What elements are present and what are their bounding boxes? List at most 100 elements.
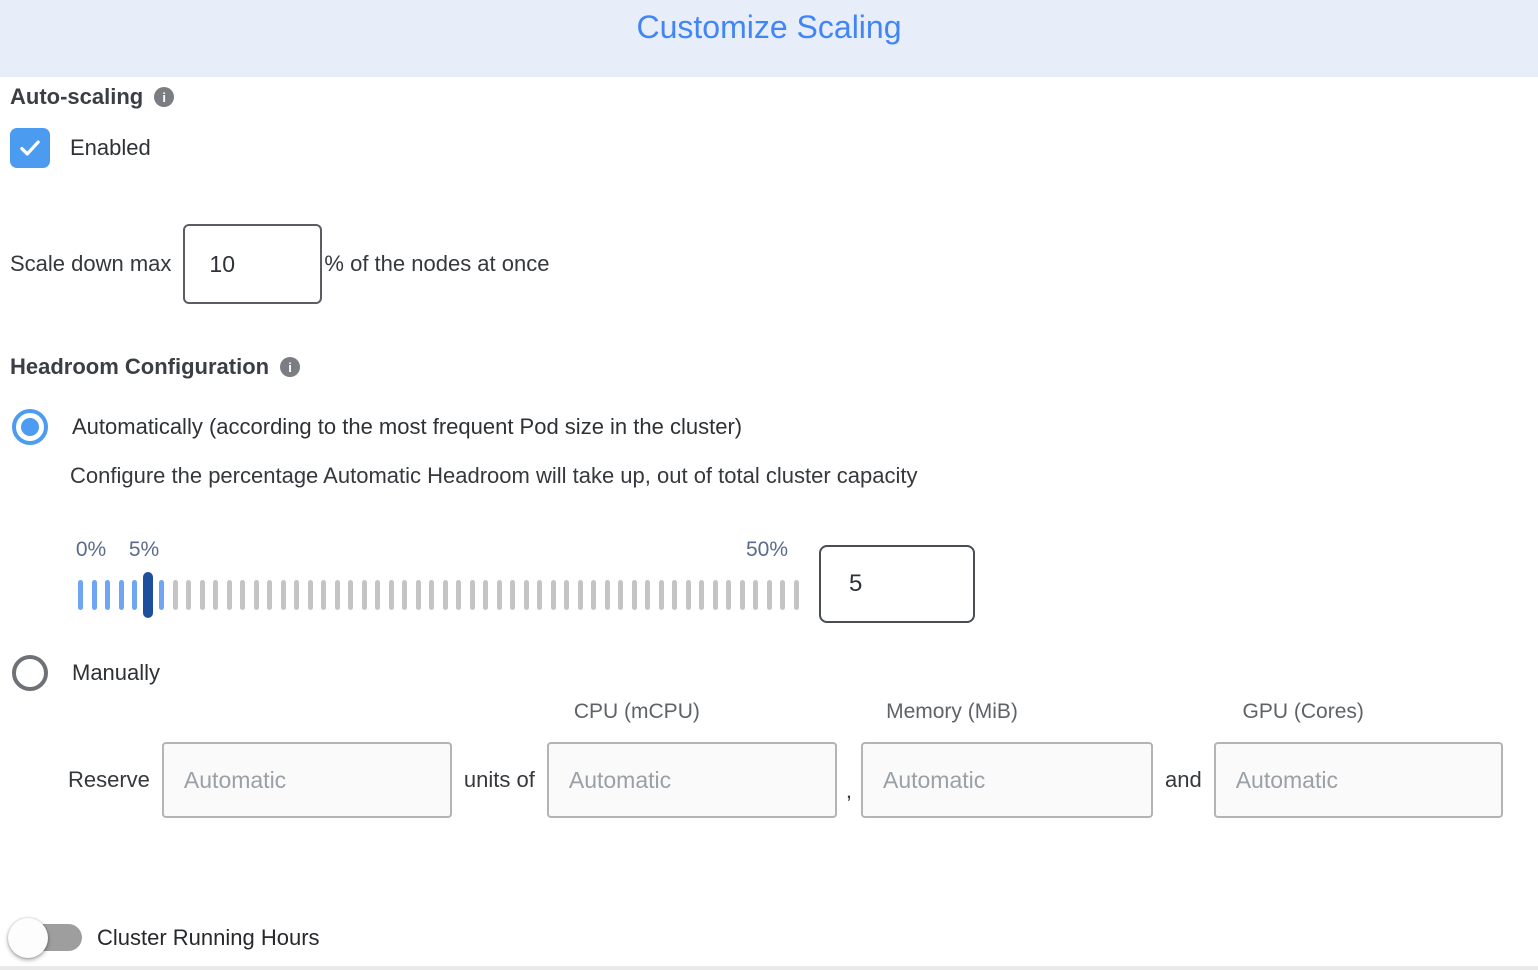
slider-value-label: 5% <box>128 538 160 561</box>
slider-tick[interactable] <box>793 580 799 610</box>
slider-tick[interactable] <box>267 580 272 610</box>
slider-tick[interactable] <box>564 580 569 610</box>
info-icon[interactable]: i <box>154 87 175 107</box>
gpu-input[interactable] <box>1213 742 1503 818</box>
slider-tick[interactable] <box>712 580 718 610</box>
reserve-units-input[interactable] <box>161 742 452 818</box>
slider-tick[interactable] <box>186 580 191 610</box>
cluster-running-hours-toggle[interactable] <box>0 917 92 959</box>
cluster-running-hours-row: Cluster Running Hours <box>0 917 320 959</box>
slider-tick[interactable] <box>753 580 758 610</box>
auto-scaling-section: Auto-scaling i <box>10 84 175 110</box>
slider-tick[interactable] <box>523 580 529 610</box>
cpu-input[interactable] <box>546 742 837 818</box>
units-of-label: units of <box>463 767 535 792</box>
slider-tick[interactable] <box>739 580 745 610</box>
slider-tick[interactable] <box>672 580 677 610</box>
auto-scaling-label: Auto-scaling <box>10 84 144 109</box>
slider-ticks[interactable] <box>78 572 799 618</box>
slider-tick[interactable] <box>510 580 515 610</box>
cpu-field: CPU (mCPU) <box>546 700 837 818</box>
slider-tick[interactable] <box>348 580 353 610</box>
manual-reserve-row: Reserve units of CPU (mCPU) , Memory (Mi… <box>68 700 1503 818</box>
slider-tick[interactable] <box>766 580 772 610</box>
slider-tick[interactable] <box>388 580 394 610</box>
info-icon[interactable]: i <box>280 357 301 377</box>
slider-tick[interactable] <box>483 580 488 610</box>
slider-tick[interactable] <box>172 580 178 610</box>
comma-separator: , <box>845 778 852 803</box>
slider-tick[interactable] <box>645 580 650 610</box>
slider-tick[interactable] <box>321 580 326 610</box>
cpu-column-header: CPU (mCPU) <box>573 700 700 723</box>
slider-tick[interactable] <box>577 580 583 610</box>
slider-tick[interactable] <box>213 580 218 610</box>
slider-tick[interactable] <box>159 580 164 610</box>
slider-tick[interactable] <box>618 580 623 610</box>
scale-down-row: Scale down max % of the nodes at once <box>10 224 549 304</box>
slider-tick[interactable] <box>631 580 637 610</box>
automatic-radio-label: Automatically (according to the most fre… <box>72 414 743 439</box>
manual-radio[interactable] <box>12 655 48 691</box>
slider-tick[interactable] <box>280 580 286 610</box>
slider-tick[interactable] <box>442 580 448 610</box>
slider-tick[interactable] <box>780 580 785 610</box>
toggle-knob[interactable] <box>8 918 48 958</box>
slider-tick[interactable] <box>496 580 502 610</box>
slider-handle[interactable] <box>143 572 153 618</box>
slider-tick[interactable] <box>375 580 380 610</box>
memory-input[interactable] <box>860 742 1153 818</box>
slider-tick[interactable] <box>307 580 313 610</box>
slider-tick[interactable] <box>334 580 340 610</box>
slider-tick[interactable] <box>658 580 664 610</box>
scale-down-max-input[interactable] <box>183 224 323 304</box>
slider-tick[interactable] <box>294 580 299 610</box>
slider-tick[interactable] <box>469 580 475 610</box>
slider-tick[interactable] <box>105 580 110 610</box>
bottom-divider <box>0 966 1538 970</box>
slider-tick[interactable] <box>132 580 137 610</box>
scale-down-suffix: % of the nodes at once <box>324 251 550 276</box>
memory-field: Memory (MiB) <box>860 700 1153 818</box>
headroom-automatic-option: Automatically (according to the most fre… <box>12 409 742 445</box>
slider-tick[interactable] <box>240 580 245 610</box>
slider-tick[interactable] <box>537 580 542 610</box>
slider-tick[interactable] <box>456 580 461 610</box>
slider-tick[interactable] <box>685 580 691 610</box>
headroom-section: Headroom Configuration i <box>10 354 301 380</box>
slider-tick[interactable] <box>726 580 731 610</box>
headroom-config-label: Headroom Configuration <box>10 354 270 379</box>
headroom-slider: 0% 5% 50% <box>75 538 799 618</box>
slider-tick[interactable] <box>429 580 434 610</box>
cluster-running-hours-label: Cluster Running Hours <box>97 925 320 950</box>
slider-tick[interactable] <box>253 580 259 610</box>
slider-tick[interactable] <box>415 580 421 610</box>
headroom-manual-option: Manually <box>12 655 160 691</box>
gpu-column-header: GPU (Cores) <box>1242 700 1364 723</box>
slider-tick[interactable] <box>91 580 97 610</box>
slider-tick[interactable] <box>604 580 610 610</box>
manual-radio-label: Manually <box>72 660 161 685</box>
slider-tick[interactable] <box>699 580 704 610</box>
gpu-field: GPU (Cores) <box>1213 700 1503 818</box>
memory-column-header: Memory (MiB) <box>886 700 1018 723</box>
auto-scaling-enabled-row: Enabled <box>10 128 151 168</box>
enabled-checkbox-label: Enabled <box>70 135 151 160</box>
slider-tick[interactable] <box>78 580 83 610</box>
slider-tick[interactable] <box>550 580 556 610</box>
headroom-percentage-input[interactable] <box>819 545 975 623</box>
headroom-slider-row: 0% 5% 50% <box>75 538 975 623</box>
automatic-radio[interactable] <box>12 409 48 445</box>
slider-tick[interactable] <box>361 580 367 610</box>
slider-tick[interactable] <box>199 580 205 610</box>
slider-tick[interactable] <box>591 580 596 610</box>
radio-dot <box>21 418 39 436</box>
checkmark-icon <box>20 140 40 156</box>
slider-labels: 0% 5% 50% <box>75 538 799 562</box>
slider-min-label: 0% <box>75 538 107 561</box>
slider-tick[interactable] <box>118 580 124 610</box>
slider-tick[interactable] <box>226 580 232 610</box>
enabled-checkbox[interactable] <box>10 128 50 168</box>
reserve-units-field <box>161 742 452 818</box>
slider-tick[interactable] <box>402 580 407 610</box>
